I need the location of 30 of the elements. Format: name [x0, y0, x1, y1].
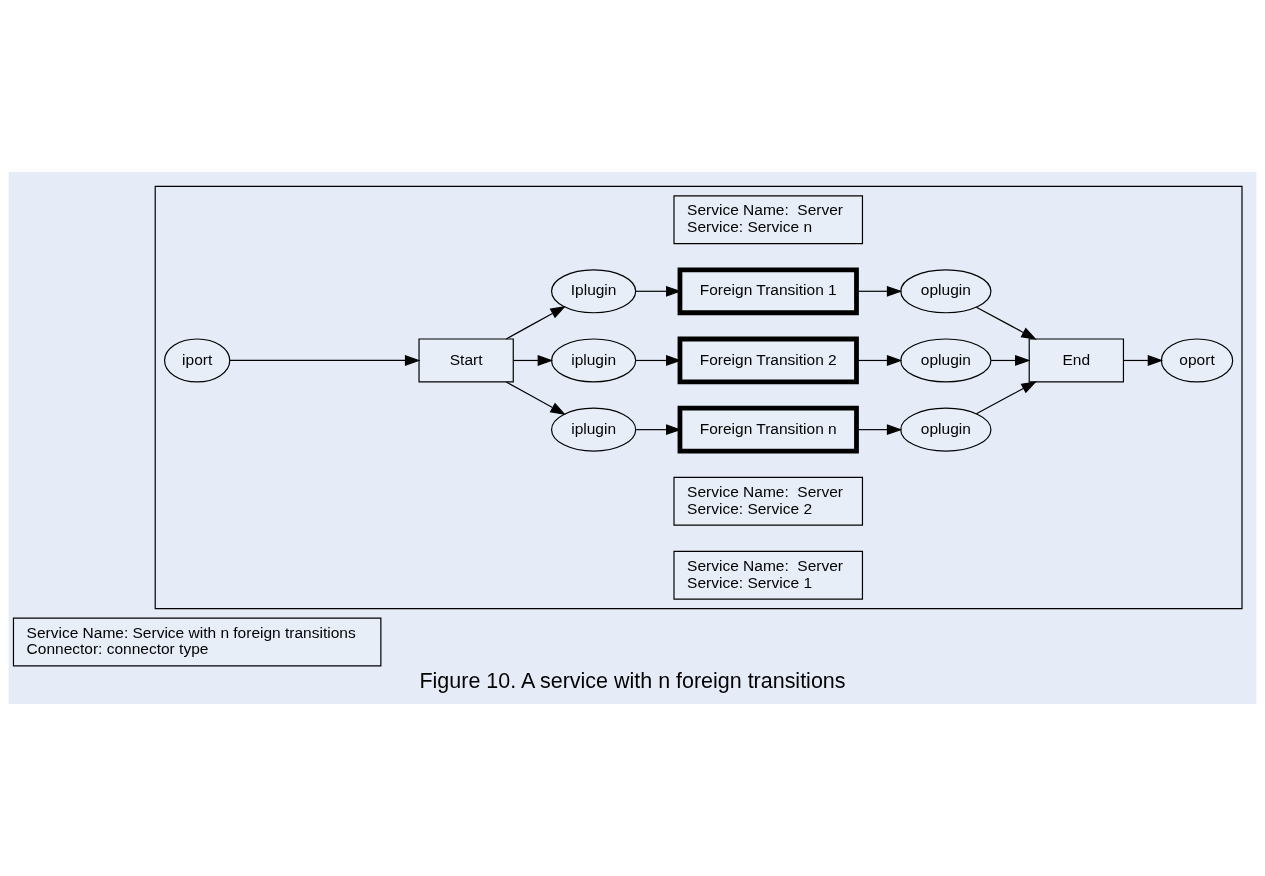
- node-box: Start: [418, 338, 514, 383]
- cluster: [154, 185, 1243, 610]
- arrow: [1123, 355, 1164, 366]
- arrow: [505, 381, 566, 415]
- node-ellipse: oplugin: [900, 338, 992, 383]
- arrow: [855, 424, 903, 436]
- node-ellipse: oport: [1160, 338, 1234, 383]
- node-box: End: [1028, 338, 1125, 383]
- arrow: [855, 285, 903, 297]
- node-ellipse: oplugin: [900, 269, 992, 314]
- node-box: Service Name: Server Service: Service 2: [673, 476, 864, 526]
- node-box: Service Name: Service with n foreign transitions Connector: connector type: [12, 617, 382, 667]
- node-box: Foreign Transition 1: [677, 267, 859, 316]
- arrow: [855, 355, 903, 366]
- arrow: [975, 306, 1037, 340]
- node-box: Service Name: Server Service: Service n: [673, 195, 864, 245]
- caption: Figure 10. A service with n foreign transitions: [419, 668, 846, 693]
- arrow: [505, 305, 566, 340]
- arrow: [975, 381, 1037, 415]
- node-ellipse: Iplugin: [550, 269, 637, 314]
- node-ellipse: iport: [163, 338, 231, 383]
- arrow: [512, 355, 554, 366]
- node-ellipse: iplugin: [550, 338, 637, 383]
- node-box: Foreign Transition 2: [677, 336, 859, 385]
- node-box: Foreign Transition n: [677, 405, 859, 454]
- node-box: Service Name: Server Service: Service 1: [673, 550, 864, 600]
- arrow: [990, 355, 1031, 366]
- arrow: [229, 355, 421, 366]
- node-ellipse: oplugin: [900, 407, 992, 452]
- node-ellipse: iplugin: [550, 407, 637, 452]
